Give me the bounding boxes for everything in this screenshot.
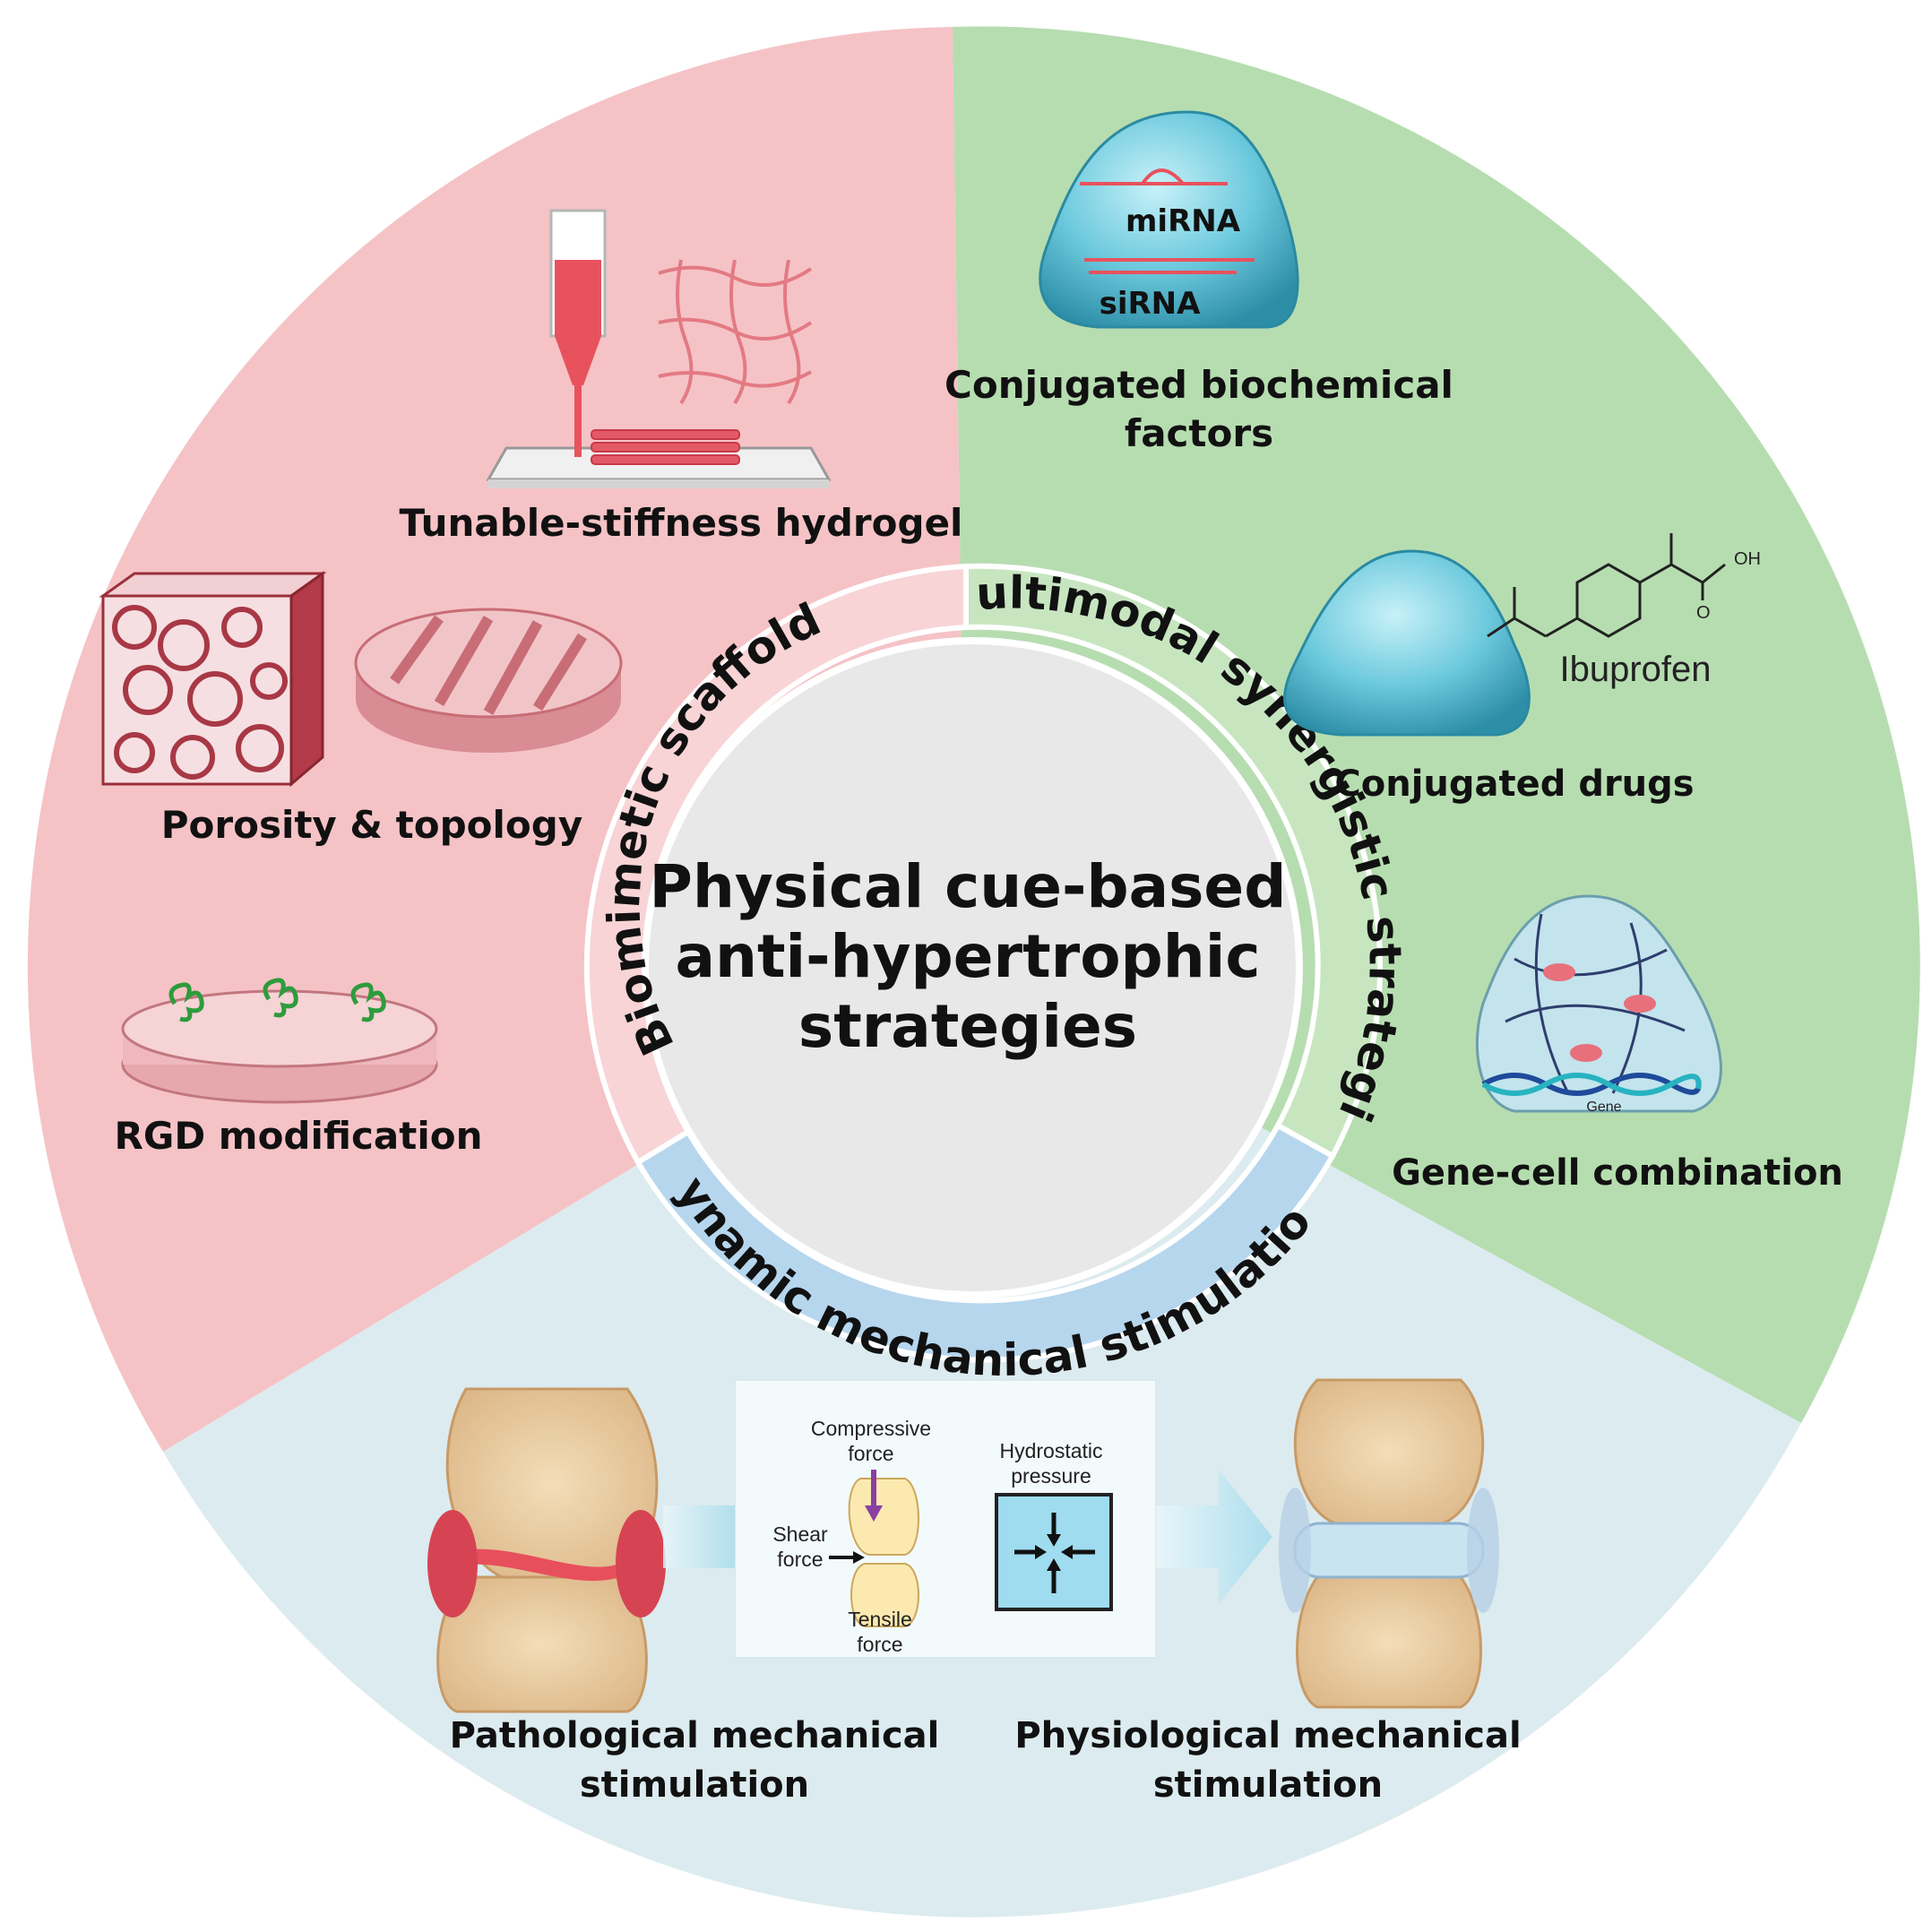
center-title: Physical cue-based anti-hypertrophic str…: [650, 852, 1287, 1061]
gene-cell-bubble-illustration: [1475, 894, 1722, 1113]
label-ibuprofen: Ibuprofen: [1559, 650, 1711, 689]
label-tensile-l2: force: [857, 1633, 902, 1656]
label-shear-l2: force: [777, 1548, 823, 1571]
rgd-dish-illustration: [121, 978, 438, 1104]
center-title-line1: Physical cue-based: [650, 852, 1287, 921]
center-title-line3: strategies: [798, 992, 1137, 1061]
ibuprofen-structure-icon: [1487, 533, 1726, 638]
physiological-joint-illustration: [1279, 1378, 1499, 1709]
label-tensile-l1: Tensile: [848, 1608, 912, 1631]
pathological-joint-illustration: [427, 1387, 666, 1713]
label-porosity: Porosity & topology: [161, 803, 582, 847]
hydrogel-printer-illustration: [486, 209, 832, 488]
label-compressive-l1: Compressive: [811, 1417, 931, 1440]
grooved-disc-illustration: [354, 608, 623, 753]
label-drugs: Conjugated drugs: [1334, 763, 1694, 805]
label-hydrostatic-l2: pressure: [1011, 1464, 1091, 1488]
force-panel: [734, 1379, 1157, 1659]
drug-bubble-illustration: [1282, 549, 1531, 737]
strategy-ring: [583, 563, 1384, 1363]
label-patho-line1: Pathological mechanical: [450, 1715, 940, 1756]
label-compressive-l2: force: [848, 1442, 893, 1465]
label-biochem-line2: factors: [1125, 411, 1273, 455]
label-hydrogel: Tunable-stiffness hydrogel: [400, 501, 963, 545]
center-disc: [642, 637, 1303, 1298]
label-gene-small: Gene: [1586, 1100, 1621, 1115]
center-title-line2: anti-hypertrophic: [675, 922, 1260, 991]
label-genecell: Gene-cell combination: [1392, 1152, 1843, 1194]
label-mirna: miRNA: [1126, 203, 1241, 239]
label-sirna: siRNA: [1100, 286, 1202, 322]
label-hydrostatic-l1: Hydrostatic: [999, 1439, 1102, 1462]
label-biochem-line1: Conjugated biochemical: [944, 363, 1453, 407]
label-rgd: RGD modification: [115, 1114, 483, 1158]
label-oh: OH: [1734, 549, 1761, 569]
porous-cube-illustration: [99, 571, 327, 788]
transition-arrows: [663, 1470, 1272, 1604]
label-patho-line2: stimulation: [580, 1764, 809, 1806]
label-physio-line2: stimulation: [1153, 1764, 1383, 1806]
label-shear-l1: Shear: [772, 1522, 828, 1546]
label-o: O: [1696, 603, 1711, 623]
rna-bubble-illustration: [1039, 110, 1299, 329]
label-physio-line1: Physiological mechanical: [1014, 1715, 1521, 1756]
